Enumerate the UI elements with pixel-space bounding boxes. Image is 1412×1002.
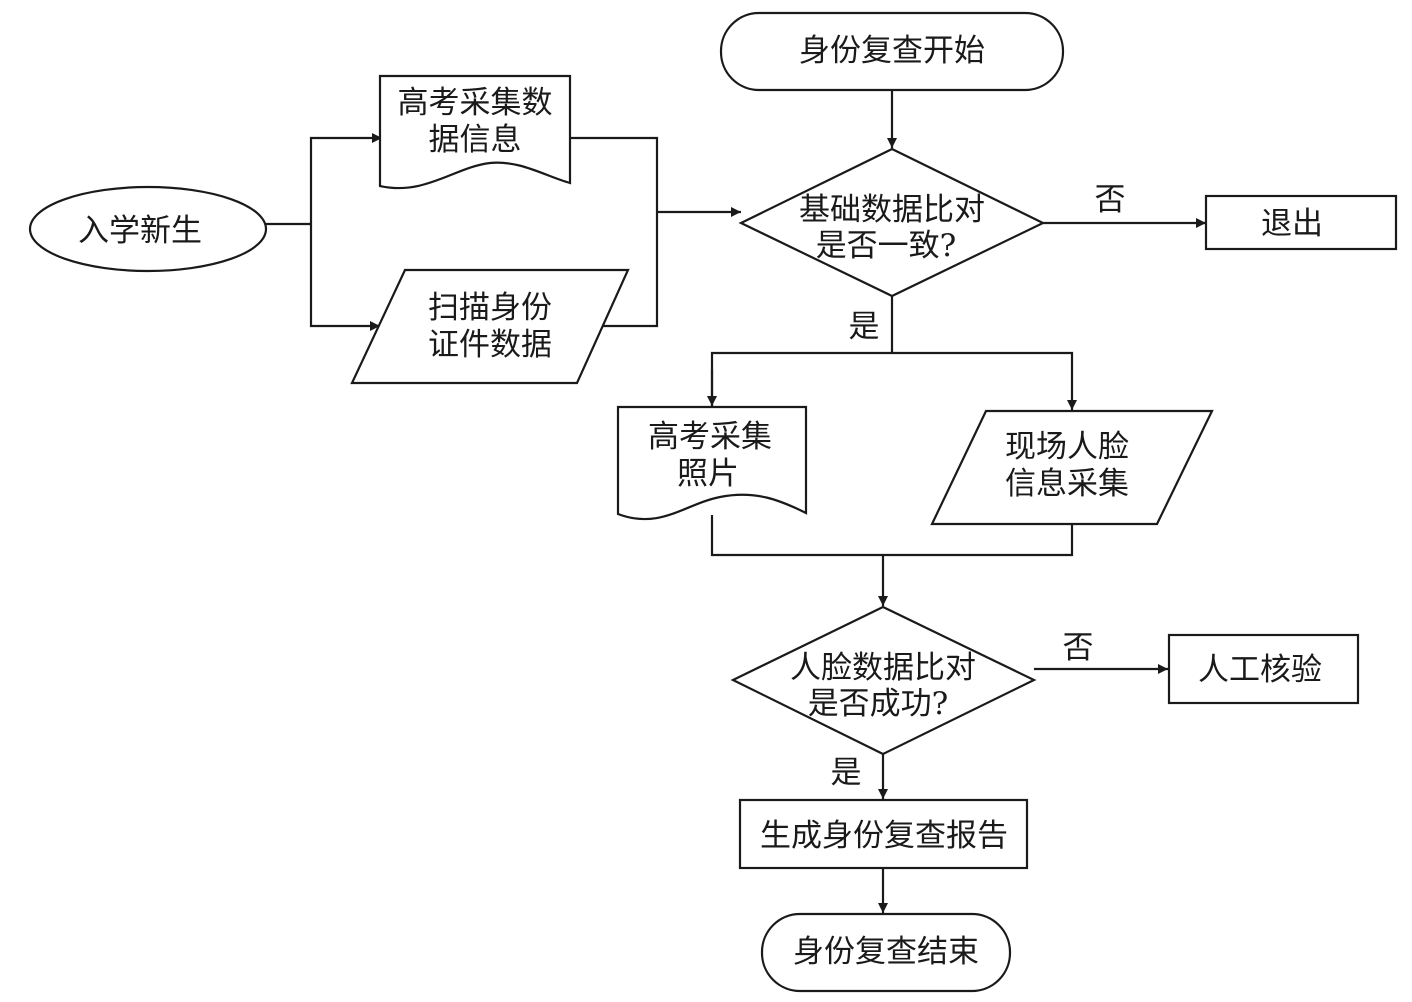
node-start-label: 身份复查开始: [799, 33, 985, 69]
node-gaokao-data: 高考采集数 据信息: [378, 74, 572, 190]
node-scan-id-line2: 证件数据: [428, 327, 552, 363]
node-gaokao-photo-line2: 照片: [677, 456, 739, 492]
node-live-face-line1: 现场人脸: [1005, 429, 1129, 465]
edge-to-gaokao-data: [309, 133, 382, 224]
edge-label-face-yes: 是: [831, 755, 862, 791]
edge-to-scan-id: [309, 224, 380, 331]
node-end: 身份复查结束: [760, 912, 1012, 993]
node-start: 身份复查开始: [719, 11, 1065, 92]
node-basic-compare-line2: 是否一致?: [816, 228, 957, 264]
node-scan-id: 扫描身份 证件数据: [350, 268, 630, 385]
node-live-face: 现场人脸 信息采集: [930, 409, 1214, 526]
edge-photo-live-merge: [710, 515, 1074, 557]
node-gaokao-data-line1: 高考采集数: [398, 85, 553, 121]
node-exit: 退出: [1204, 194, 1398, 251]
node-end-label: 身份复查结束: [793, 934, 979, 970]
node-manual-check: 人工核验: [1167, 633, 1360, 705]
edge-label-basic-yes: 是: [849, 309, 880, 345]
node-manual-check-label: 人工核验: [1198, 652, 1322, 688]
node-gaokao-photo: 高考采集 照片: [616, 405, 808, 521]
edge-to-gaokao-photo: [710, 351, 1077, 410]
node-exit-label: 退出: [1261, 206, 1323, 242]
node-gaokao-photo-line1: 高考采集: [648, 419, 772, 455]
node-live-face-line2: 信息采集: [1005, 466, 1129, 502]
node-report: 生成身份复查报告: [738, 798, 1029, 870]
node-scan-id-line1: 扫描身份: [428, 290, 552, 326]
node-face-compare-line2: 是否成功?: [808, 686, 949, 722]
node-basic-compare: 基础数据比对 是否一致?: [738, 147, 1046, 298]
edge-label-face-no: 否: [1063, 630, 1094, 666]
node-new-students: 入学新生: [28, 185, 268, 273]
node-new-students-label: 入学新生: [78, 213, 202, 249]
node-report-label: 生成身份复查报告: [760, 818, 1008, 854]
node-basic-compare-line1: 基础数据比对: [799, 192, 985, 228]
node-face-compare-line1: 人脸数据比对: [790, 650, 976, 686]
edges: [266, 90, 1206, 913]
node-face-compare: 人脸数据比对 是否成功?: [730, 605, 1037, 756]
node-gaokao-data-line2: 据信息: [429, 122, 522, 158]
edge-label-basic-no: 否: [1095, 182, 1126, 218]
edge-gaokao-data-out: [570, 136, 659, 328]
